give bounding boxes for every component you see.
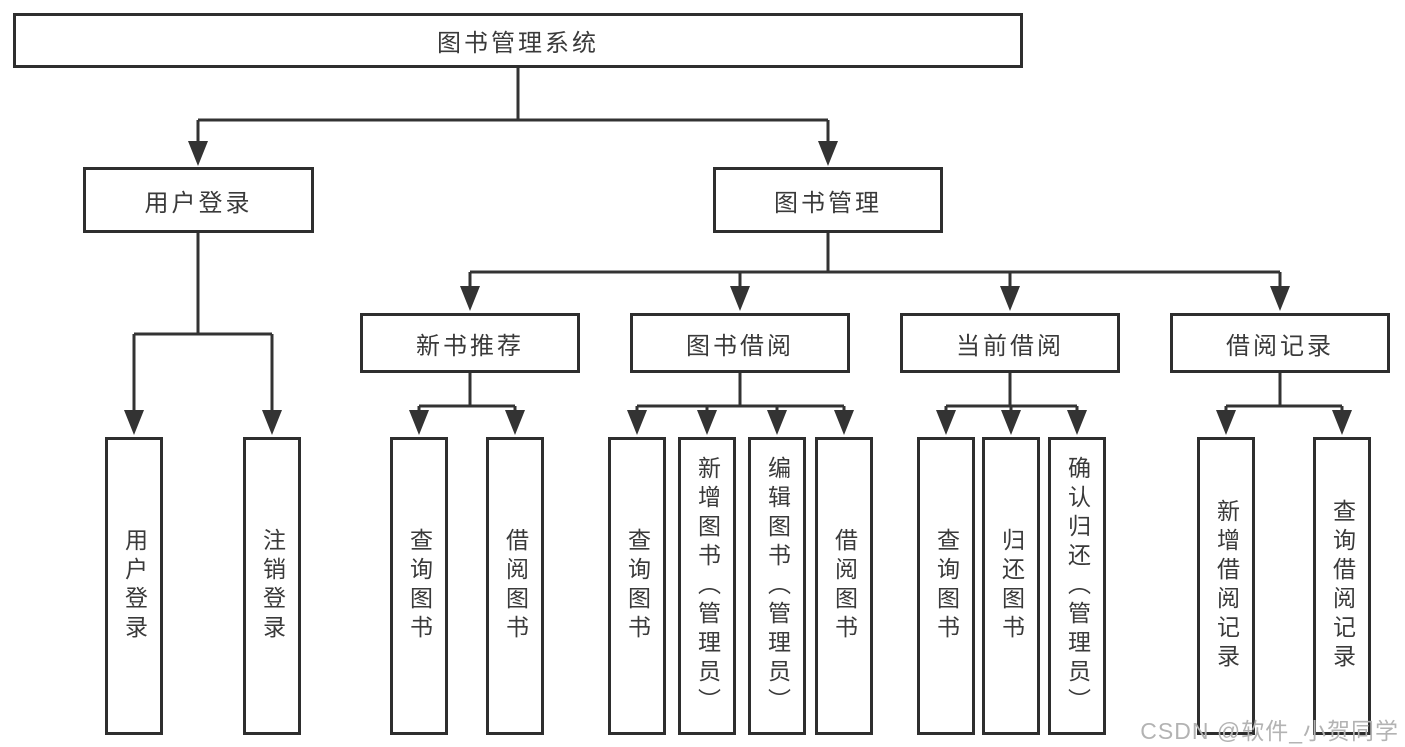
node-label: 图书管理 bbox=[774, 189, 882, 217]
node-new-book-recommend: 新书推荐 bbox=[360, 313, 580, 373]
leaf-label: 确认归还（管理员） bbox=[1064, 455, 1091, 717]
node-label: 借阅记录 bbox=[1226, 332, 1334, 360]
leaf-label: 借阅图书 bbox=[831, 528, 858, 644]
leaf-borrow-book: 借阅图书 bbox=[815, 437, 873, 735]
leaf-label: 查询图书 bbox=[933, 528, 960, 644]
leaf-label: 新增图书（管理员） bbox=[694, 455, 721, 717]
leaf-query-borrow-record: 查询借阅记录 bbox=[1313, 437, 1371, 735]
node-borrow-record: 借阅记录 bbox=[1170, 313, 1390, 373]
node-label: 当前借阅 bbox=[956, 332, 1064, 360]
leaf-return-book: 归还图书 bbox=[982, 437, 1040, 735]
node-label: 新书推荐 bbox=[416, 332, 524, 360]
node-label: 图书管理系统 bbox=[437, 30, 599, 57]
leaf-query-book-recommend: 查询图书 bbox=[390, 437, 448, 735]
leaf-label: 借阅图书 bbox=[502, 528, 529, 644]
leaf-add-borrow-record: 新增借阅记录 bbox=[1197, 437, 1255, 735]
node-system-root: 图书管理系统 bbox=[13, 13, 1023, 68]
csdn-watermark: CSDN @软件_小贺同学 bbox=[1140, 718, 1399, 744]
leaf-edit-book-admin: 编辑图书（管理员） bbox=[748, 437, 806, 735]
leaf-label: 查询图书 bbox=[624, 528, 651, 644]
node-label: 用户登录 bbox=[144, 189, 253, 217]
leaf-add-book-admin: 新增图书（管理员） bbox=[678, 437, 736, 735]
arrowheads bbox=[124, 141, 1352, 435]
leaf-label: 新增借阅记录 bbox=[1213, 499, 1240, 673]
leaf-borrow-book-recommend: 借阅图书 bbox=[486, 437, 544, 735]
node-label: 图书借阅 bbox=[686, 332, 794, 360]
leaf-query-book-borrow: 查询图书 bbox=[608, 437, 666, 735]
leaf-label: 注销登录 bbox=[259, 528, 286, 644]
node-book-borrow: 图书借阅 bbox=[630, 313, 850, 373]
leaf-label: 查询借阅记录 bbox=[1329, 499, 1356, 673]
node-current-borrow: 当前借阅 bbox=[900, 313, 1120, 373]
leaf-query-book-current: 查询图书 bbox=[917, 437, 975, 735]
leaf-confirm-return-admin: 确认归还（管理员） bbox=[1048, 437, 1106, 735]
leaf-user-login: 用户登录 bbox=[105, 437, 163, 735]
node-user-login: 用户登录 bbox=[83, 167, 314, 233]
leaf-label: 归还图书 bbox=[998, 528, 1025, 644]
leaf-label: 查询图书 bbox=[406, 528, 433, 644]
node-book-management: 图书管理 bbox=[713, 167, 943, 233]
leaf-label: 编辑图书（管理员） bbox=[764, 455, 791, 717]
leaf-logout: 注销登录 bbox=[243, 437, 301, 735]
leaf-label: 用户登录 bbox=[121, 528, 148, 644]
